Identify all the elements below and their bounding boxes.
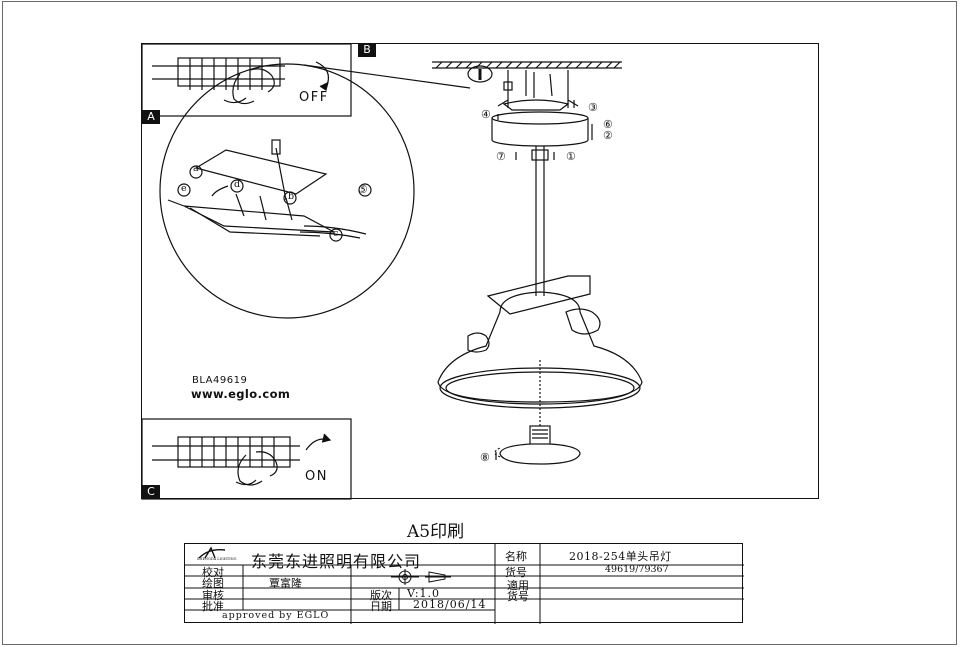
print-size-title: A5印刷 <box>407 522 465 542</box>
approve-label: 批准 <box>202 600 224 613</box>
detail-letter-b: b <box>288 191 295 202</box>
drawer-name: 覃富隆 <box>269 577 302 590</box>
terminal-block-on <box>152 433 332 486</box>
company-logo-icon <box>198 546 226 559</box>
panel-tag-b: B <box>358 43 376 57</box>
date-label: 日期 <box>370 600 392 613</box>
step-4: ④ <box>481 108 491 121</box>
title-block-grid <box>185 544 744 624</box>
inset-panel-c <box>141 418 352 500</box>
detail-letter-c: c <box>333 228 339 239</box>
panel-tag-a: A <box>142 110 160 124</box>
version-value: V:1.0 <box>407 587 441 600</box>
check-label: 校对 <box>202 566 224 579</box>
applicable-label-1: 適用 <box>507 579 529 592</box>
terminal-block-off <box>152 57 329 105</box>
mounting-hardware <box>467 65 589 296</box>
step-7: ⑦ <box>496 150 506 163</box>
switch-off-label: OFF <box>299 90 329 105</box>
panel-tag-c: C <box>142 485 160 499</box>
item-label: 货号 <box>505 566 527 579</box>
logo-text: SHENGDA LIGHTING <box>197 557 237 561</box>
projection-symbol-icon <box>391 569 451 585</box>
applicable-label-2: 货号 <box>507 590 529 603</box>
step-6: ⑥ <box>603 118 613 131</box>
detail-letter-d: d <box>234 179 241 190</box>
step-8: ⑧ <box>480 451 490 464</box>
draw-label: 绘图 <box>202 577 224 590</box>
company-name: 东莞东进照明有限公司 <box>251 552 422 571</box>
website-url: www.eglo.com <box>191 387 291 401</box>
inset-panel-b <box>141 43 352 117</box>
product-name: 2018-254单头吊灯 <box>569 550 672 563</box>
title-block: SHENGDA LIGHTING 东莞东进照明有限公司 校对 绘图 覃富隆 审核… <box>184 543 744 624</box>
detail-step-label: ⑤ <box>358 183 368 196</box>
lamp-shade <box>437 275 643 428</box>
detail-circle <box>159 63 471 319</box>
step-1: ① <box>566 150 576 163</box>
drawing-sheet <box>141 43 819 499</box>
light-bulb <box>494 425 581 465</box>
step-3: ③ <box>588 101 598 114</box>
approved-by: approved by EGLO <box>222 610 330 621</box>
switch-on-label: ON <box>305 469 328 484</box>
name-label: 名称 <box>505 550 527 563</box>
date-value: 2018/06/14 <box>413 598 487 611</box>
review-label: 审核 <box>202 589 224 602</box>
version-label: 版次 <box>370 589 392 602</box>
step-2: ② <box>603 129 613 142</box>
detail-letter-a: a <box>193 163 199 174</box>
detail-letter-e: e <box>181 183 187 194</box>
ceiling <box>432 61 622 69</box>
step-arrows <box>495 100 593 460</box>
product-code: BLA49619 <box>192 375 248 386</box>
item-number: 49619/79367 <box>605 564 669 575</box>
